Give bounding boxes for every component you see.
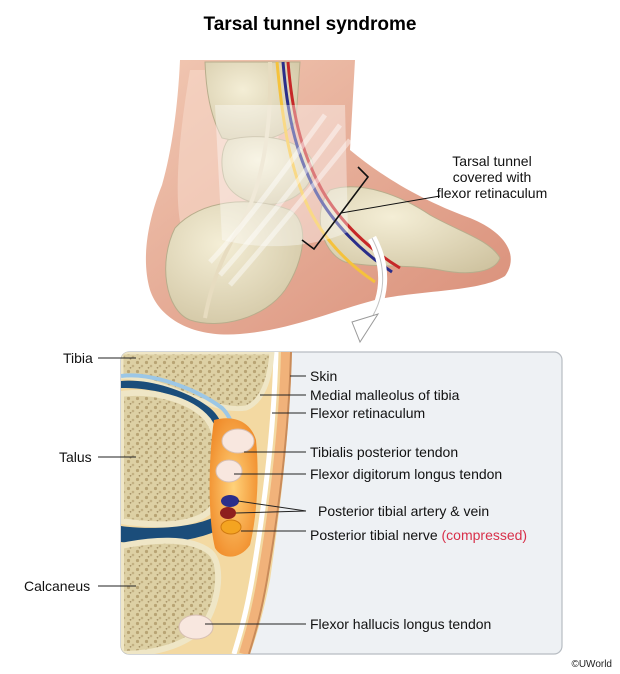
label-nerve-row: Posterior tibial nerve (compressed): [310, 527, 527, 543]
callout-line-2: covered with: [452, 169, 532, 185]
left-leader-lines: [98, 357, 136, 587]
page-title: Tarsal tunnel syndrome: [203, 14, 417, 35]
tibia-section: [121, 352, 275, 412]
label-calcaneus: Calcaneus: [24, 578, 91, 594]
posterior-tibial-artery: [220, 507, 236, 519]
label-nerve-status: (compressed): [441, 527, 528, 543]
cross-section-panel: [98, 351, 563, 655]
tendon-strand: [203, 61, 273, 319]
tibialis-posterior-tendon: [221, 428, 255, 454]
posterior-tibial-nerve: [220, 519, 242, 535]
label-tibialis-posterior: Tibialis posterior tendon: [310, 444, 459, 460]
callout-line-3: flexor retinaculum: [436, 185, 548, 201]
flexor-hallucis-tendon: [178, 614, 214, 640]
posterior-tibial-vein: [221, 495, 239, 507]
label-medial-malleolus: Medial malleolus of tibia: [310, 387, 460, 403]
label-talus: Talus: [59, 449, 92, 465]
callout-line-1: Tarsal tunnel: [452, 153, 532, 169]
label-flexor-digitorum: Flexor digitorum longus tendon: [310, 466, 503, 482]
flexor-digitorum-tendon: [215, 459, 243, 483]
retinaculum-fibers: [208, 113, 352, 287]
joint-space-lower: [121, 518, 214, 544]
flexor-retinaculum-band: [215, 105, 348, 247]
vein-strand: [281, 61, 393, 274]
credit-mark: ©UWorld: [571, 659, 612, 670]
calcaneus-bone-top: [165, 201, 304, 324]
label-skin: Skin: [310, 368, 338, 384]
leader-artery: [235, 510, 307, 514]
talus-section: [121, 390, 223, 528]
label-flexor-retinaculum: Flexor retinaculum: [310, 405, 426, 421]
retinaculum-layer: [231, 352, 279, 654]
zoom-arrow-head: [351, 313, 380, 344]
tarsal-tunnel-fat: [209, 418, 258, 557]
tarsal-tunnel-callout: Tarsal tunnel covered with flexor retina…: [428, 153, 556, 201]
skin-layer: [239, 352, 291, 654]
label-flexor-hallucis: Flexor hallucis longus tendon: [310, 616, 492, 632]
label-nerve: Posterior tibial nerve: [310, 527, 438, 543]
leader-vein: [237, 500, 307, 512]
label-tibia: Tibia: [63, 350, 93, 366]
foot-illustration: [145, 60, 511, 344]
callout-leader: [340, 195, 441, 214]
nerve-strand: [275, 61, 376, 284]
label-artery-vein: Posterior tibial artery & vein: [318, 503, 490, 519]
skin-outer: [248, 352, 292, 654]
right-leader-lines: [205, 375, 307, 625]
